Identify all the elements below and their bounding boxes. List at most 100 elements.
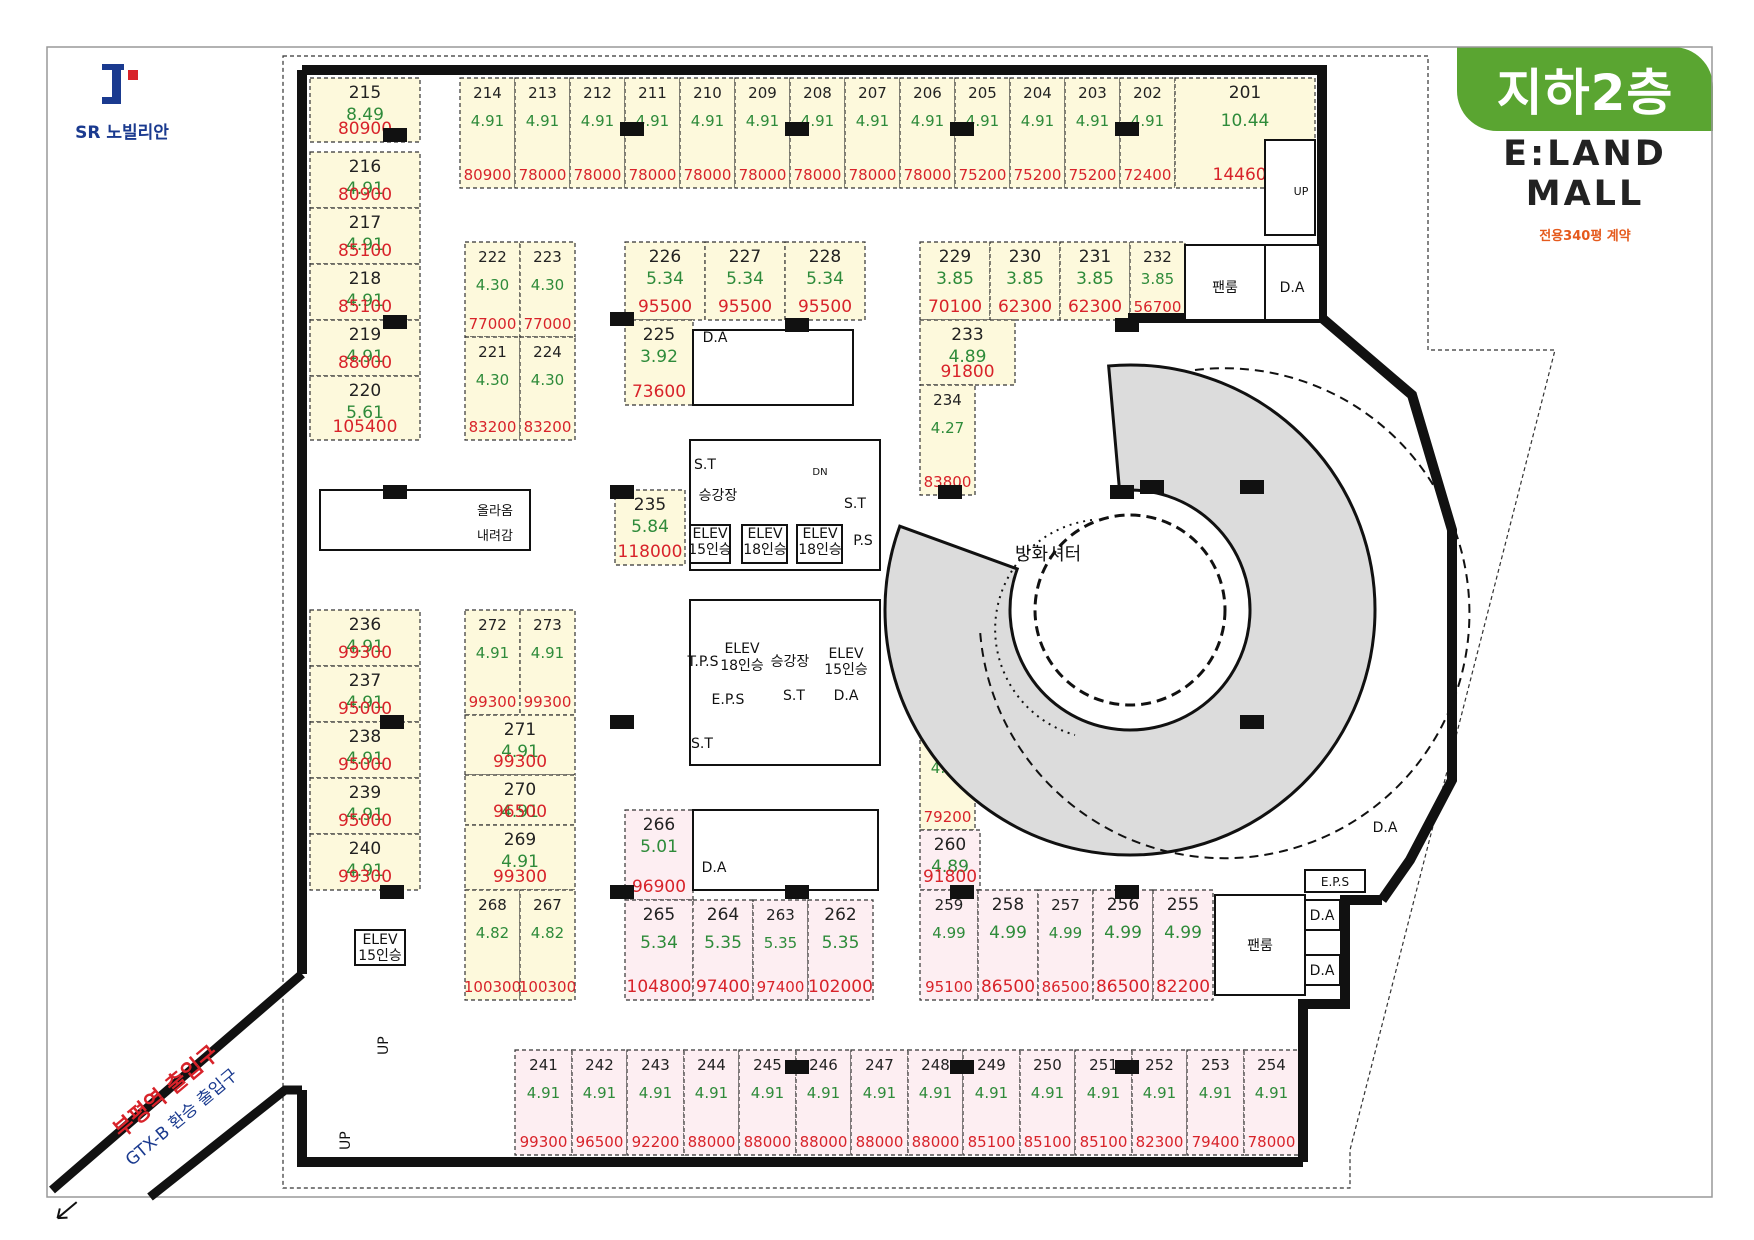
unit-263-price: 97400 [757,978,805,996]
unit-273-price: 99300 [524,693,572,711]
esc-up-label: 올라옴 [477,504,513,519]
eland-mall-logo: E:LAND MALL [1500,134,1670,214]
unit-237-area: 4.91 [346,693,384,713]
up-label-1: UP [1294,185,1309,198]
unit-272-area-fill [464,609,521,716]
st-label-4: S.T [691,736,713,752]
tps-label: T.P.S [687,654,719,670]
column-10 [383,485,407,499]
unit-219-price: 88000 [338,353,392,373]
unit-219-area: 4.91 [346,347,384,367]
unit-204-number: 204 [1023,84,1052,102]
column-21 [1115,1060,1139,1074]
unit-238-area: 4.91 [346,749,384,769]
unit-262-number: 262 [824,905,856,925]
unit-236-area: 4.91 [346,637,384,657]
ps-label: P.S [853,533,873,549]
page-border [46,46,1713,1198]
unit-249-area: 4.91 [975,1084,1008,1102]
unit-257-area: 4.99 [1049,924,1082,942]
unit-272-area: 4.91 [476,644,509,662]
unit-209-area: 4.91 [746,112,779,130]
unit-245-price: 88000 [744,1133,792,1151]
unit-249-number: 249 [977,1056,1006,1074]
unit-256-area-fill [1092,889,1154,1001]
unit-251-number: 251 [1089,1056,1118,1074]
unit-202-price: 72400 [1124,166,1172,184]
unit-224-area: 4.30 [531,371,564,389]
unit-266-price: 96900 [632,877,686,897]
elev-18a-box [741,524,788,564]
unit-234-number: 234 [933,391,962,409]
elev-label-4: ELEV [724,641,759,657]
eps-label-1: E.P.S [712,692,745,708]
unit-271-price: 99300 [493,752,547,772]
unit-224-number: 224 [533,343,562,361]
unit-217-number: 217 [349,213,381,233]
